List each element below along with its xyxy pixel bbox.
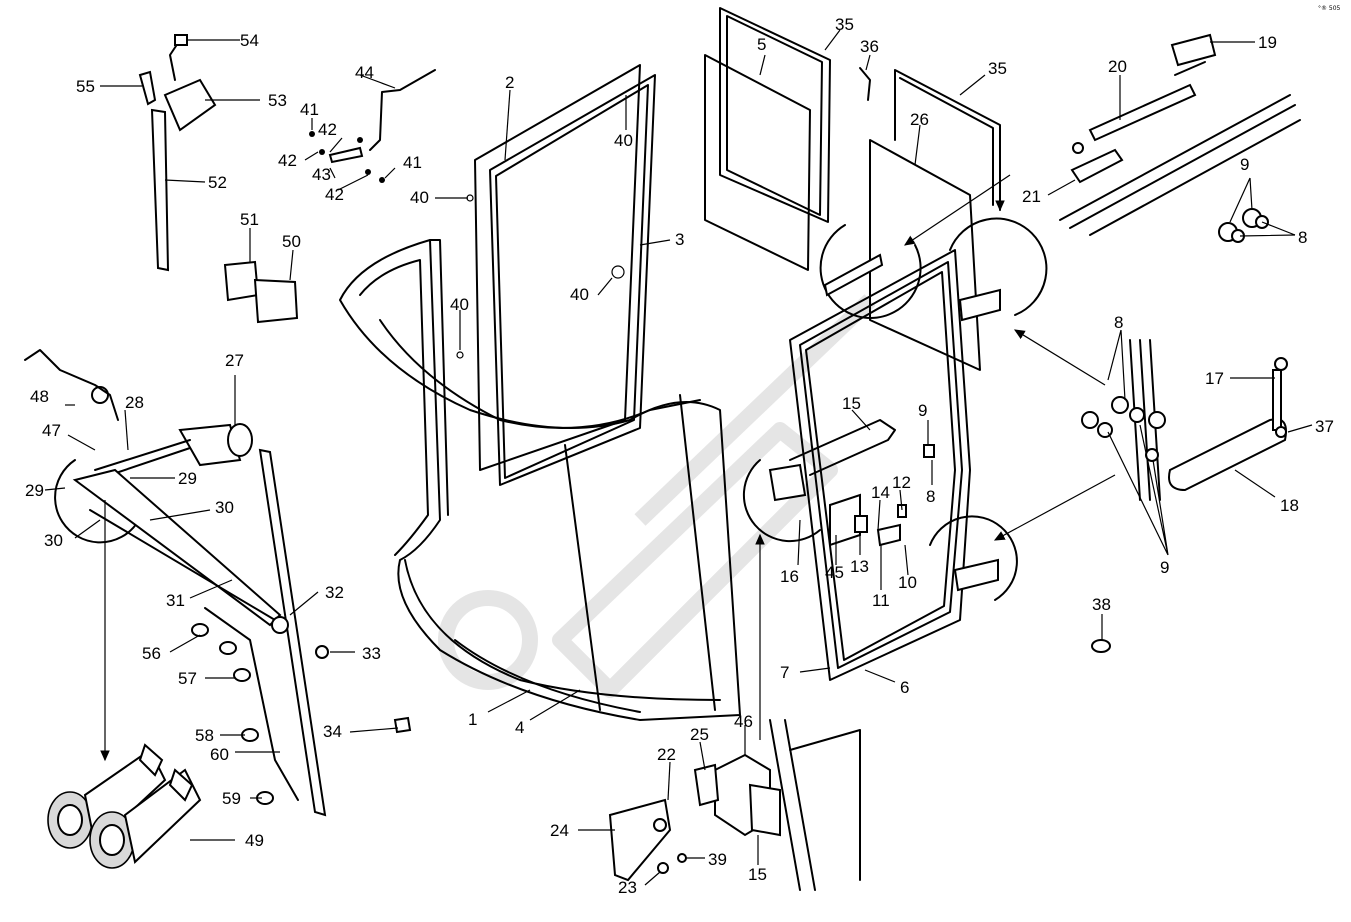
callout-40: 40: [410, 188, 429, 207]
pointer-arrows: [100, 170, 1116, 762]
callout-42: 42: [325, 185, 344, 204]
callout-30: 30: [215, 498, 234, 517]
callout-48: 48: [30, 387, 49, 406]
callout-42: 42: [318, 120, 337, 139]
callout-53: 53: [268, 91, 287, 110]
callout-47: 47: [42, 421, 61, 440]
callout-52: 52: [208, 173, 227, 192]
callout-20: 20: [1108, 57, 1127, 76]
corner-mark: °® 505: [1318, 5, 1341, 12]
watermark: [438, 294, 876, 698]
washer-hose: [309, 69, 436, 183]
callout-6: 6: [900, 678, 909, 697]
callout-35: 35: [988, 59, 1007, 78]
callout-41: 41: [403, 153, 422, 172]
rear-wiper: [138, 70, 170, 272]
callout-10: 10: [898, 573, 917, 592]
callout-18: 18: [1280, 496, 1299, 515]
callout-43: 43: [312, 165, 331, 184]
front-windscreen: [339, 239, 741, 721]
callout-17: 17: [1205, 369, 1224, 388]
grommet: [1091, 639, 1111, 653]
callout-41: 41: [300, 100, 319, 119]
front-wiper: [24, 349, 327, 817]
callout-28: 28: [125, 393, 144, 412]
callout-59: 59: [222, 789, 241, 808]
callout-45: 45: [825, 563, 844, 582]
callout-9: 9: [1240, 155, 1249, 174]
callout-51: 51: [240, 210, 259, 229]
callout-14: 14: [871, 483, 890, 502]
callout-35: 35: [835, 15, 854, 34]
callouts: 54 55 53 52 51 50 44 41 42 42 43 42 41 4…: [25, 15, 1334, 897]
callout-30: 30: [44, 531, 63, 550]
callout-12: 12: [892, 473, 911, 492]
callout-8: 8: [1298, 228, 1307, 247]
callout-36: 36: [860, 37, 879, 56]
callout-21: 21: [1022, 187, 1041, 206]
callout-9: 9: [1160, 558, 1169, 577]
callout-3: 3: [675, 230, 684, 249]
rocker-switches: [223, 260, 299, 324]
callout-27: 27: [225, 351, 244, 370]
leader-lines: [44, 29, 1313, 886]
callout-39: 39: [708, 850, 727, 869]
callout-49: 49: [245, 831, 264, 850]
callout-13: 13: [850, 557, 869, 576]
clips: [191, 607, 412, 805]
callout-25: 25: [690, 725, 709, 744]
callout-46: 46: [734, 712, 753, 731]
callout-42: 42: [278, 151, 297, 170]
callout-33: 33: [362, 644, 381, 663]
callout-23: 23: [618, 878, 637, 897]
door-hardware: [768, 253, 1001, 592]
callout-54: 54: [240, 31, 259, 50]
detail-circles: [54, 217, 1048, 601]
callout-2: 2: [505, 73, 514, 92]
callout-44: 44: [355, 63, 374, 82]
callout-57: 57: [178, 669, 197, 688]
callout-8: 8: [926, 487, 935, 506]
callout-15: 15: [748, 865, 767, 884]
callout-40: 40: [450, 295, 469, 314]
callout-7: 7: [780, 663, 789, 682]
callout-24: 24: [550, 821, 569, 840]
callout-8: 8: [1114, 313, 1123, 332]
callout-56: 56: [142, 644, 161, 663]
roof-hatch: [704, 7, 1001, 271]
callout-40: 40: [614, 131, 633, 150]
callout-26: 26: [910, 110, 929, 129]
cab-door: [789, 139, 981, 681]
callout-40: 40: [570, 285, 589, 304]
callout-22: 22: [657, 745, 676, 764]
callout-4: 4: [515, 718, 524, 737]
callout-9: 9: [918, 401, 927, 420]
callout-19: 19: [1258, 33, 1277, 52]
callout-15: 15: [842, 394, 861, 413]
callout-16: 16: [780, 567, 799, 586]
callout-58: 58: [195, 726, 214, 745]
callout-55: 55: [76, 77, 95, 96]
callout-60: 60: [210, 745, 229, 764]
callout-1: 1: [468, 710, 477, 729]
door-latch: [608, 719, 861, 891]
callout-34: 34: [323, 722, 342, 741]
callout-38: 38: [1092, 595, 1111, 614]
rear-wiper-motor: [163, 34, 217, 132]
hinge-plate: [1081, 339, 1288, 501]
callout-37: 37: [1315, 417, 1334, 436]
callout-31: 31: [166, 591, 185, 610]
callout-32: 32: [325, 583, 344, 602]
callout-29: 29: [178, 469, 197, 488]
rear-window: [456, 64, 656, 486]
callout-50: 50: [282, 232, 301, 251]
callout-29: 29: [25, 481, 44, 500]
callout-11: 11: [872, 591, 890, 610]
callout-5: 5: [757, 35, 766, 54]
washer-pumps: [47, 743, 202, 869]
hinge-assembly: [1059, 33, 1301, 243]
